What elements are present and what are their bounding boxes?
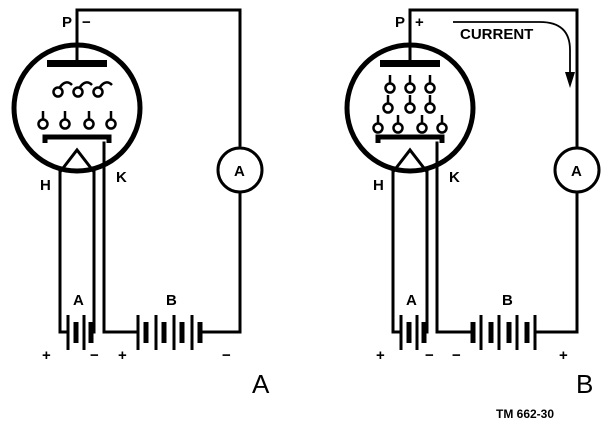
heater-label-b: H [373, 177, 384, 194]
meter-label-a: A [234, 163, 245, 180]
battery-a-label-a: A [73, 292, 84, 309]
battery-b-label-a: B [166, 292, 177, 309]
battery-a-left-sign-b: + [376, 347, 385, 364]
electrons-a [37, 81, 117, 130]
plate-a [47, 60, 107, 67]
panel-caption-a: A [252, 369, 270, 399]
heater-label-a: H [40, 177, 51, 194]
panel-a: P − H K A A + − B + − A [11, 8, 270, 399]
battery-b-right-sign-b: + [559, 347, 568, 364]
figure-note: TM 662-30 [496, 407, 554, 421]
panel-b: P + CURRENT H K A A + − B − + B [344, 8, 601, 399]
cathode-a [42, 134, 112, 143]
battery-a-right-sign-a: − [90, 347, 99, 364]
heater-filament-b [391, 147, 429, 173]
battery-b-left-sign-a: + [118, 347, 127, 364]
plate-polarity-a: − [82, 14, 91, 31]
panel-caption-b: B [576, 369, 593, 399]
plate-polarity-b: + [415, 14, 424, 31]
plate-label-b: P [395, 14, 405, 31]
battery-a-left-sign-a: + [42, 347, 51, 364]
battery-b-left-sign-b: − [452, 347, 461, 364]
battery-a-cells-b [399, 315, 427, 350]
electrons-b [372, 75, 448, 134]
battery-b-right-sign-a: − [222, 347, 231, 364]
battery-b-cells-a [136, 315, 203, 350]
battery-a-cells-a [66, 315, 94, 350]
battery-b-cells-b [470, 315, 537, 350]
cathode-label-a: K [116, 169, 127, 186]
cathode-label-b: K [449, 169, 460, 186]
current-label: CURRENT [460, 26, 533, 43]
cathode-b [375, 134, 445, 143]
plate-b [380, 60, 440, 67]
battery-a-right-sign-b: − [425, 347, 434, 364]
plate-label-a: P [62, 14, 72, 31]
current-arrow [453, 21, 571, 78]
heater-filament-a [58, 147, 96, 173]
battery-a-label-b: A [406, 292, 417, 309]
battery-b-label-b: B [502, 292, 513, 309]
meter-label-b: A [571, 163, 582, 180]
current-arrowhead [565, 72, 575, 88]
